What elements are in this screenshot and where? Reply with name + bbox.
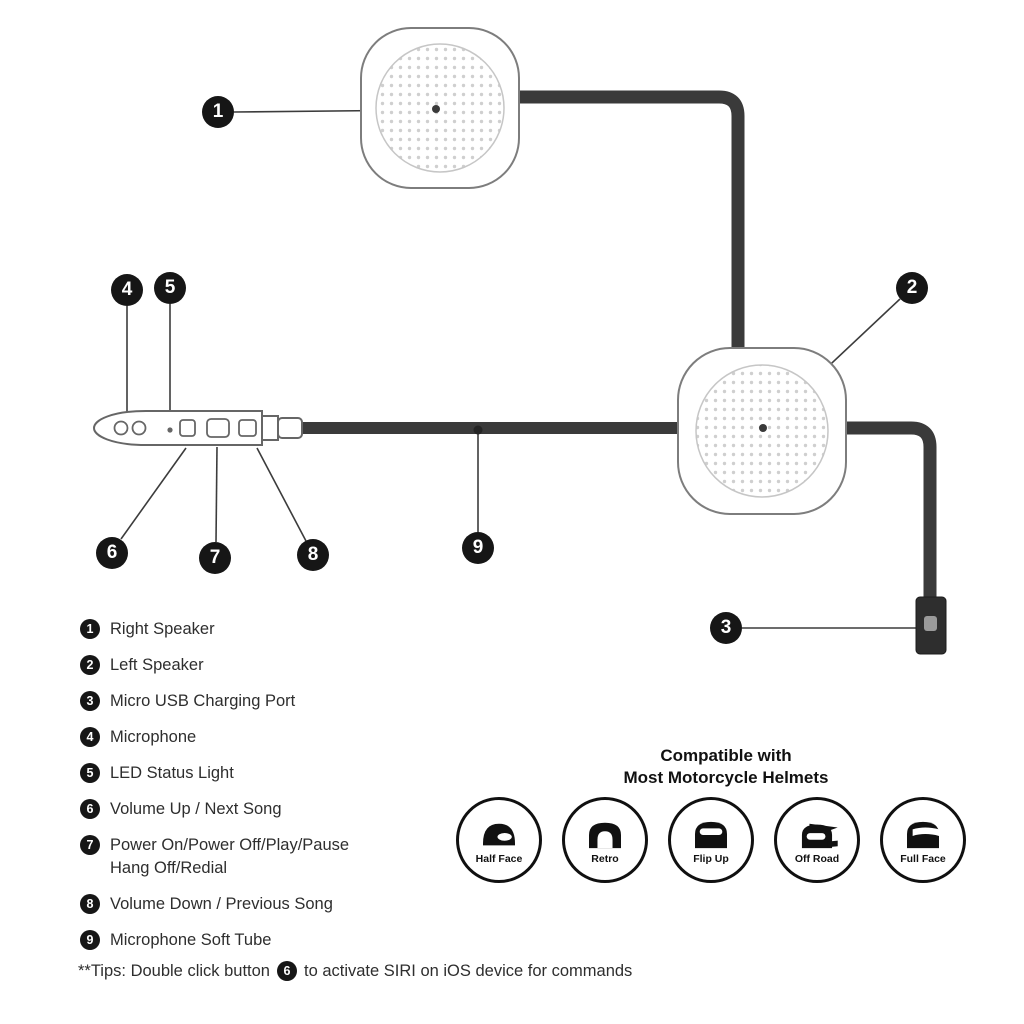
off-road-helmet-icon (801, 823, 838, 848)
volume-up-button (179, 419, 196, 437)
legend-label: LED Status Light (110, 764, 234, 782)
volume-down-button (238, 419, 257, 437)
legend-num-badge: 3 (80, 691, 100, 711)
callout-lines (120, 109, 916, 629)
helmet-type-flip-up: Flip Up (668, 797, 754, 883)
helmet-type-half-face: Half Face (456, 797, 542, 883)
legend-num-badge: 2 (80, 655, 100, 675)
compat-heading: Compatible with Most Motorcycle Helmets (456, 745, 996, 789)
helmet-label: Flip Up (693, 852, 729, 865)
callout-7: 7 (199, 542, 231, 574)
helmet-type-full-face: Full Face (880, 797, 966, 883)
helmet-label: Half Face (475, 852, 523, 865)
tips-suffix: to activate SIRI on iOS device for comma… (303, 961, 633, 980)
callout-3: 3 (710, 612, 742, 644)
led-status-light (167, 427, 173, 433)
cable-right-speaker (505, 90, 745, 370)
helmet-type-retro: Retro (562, 797, 648, 883)
legend-item-4: 4 Microphone (80, 726, 349, 749)
compat-heading-line1: Compatible with (660, 746, 792, 765)
flip-up-helmet-icon (695, 821, 727, 848)
legend-label: Power On/Power Off/Play/Pause (110, 836, 350, 854)
legend-label: Left Speaker (110, 656, 204, 674)
callout-6: 6 (96, 537, 128, 569)
legend-label: Microphone (110, 728, 197, 746)
full-face-helmet-icon (907, 821, 939, 848)
legend-num-badge: 5 (80, 763, 100, 783)
callout-1: 1 (202, 96, 234, 128)
legend-item-2: 2 Left Speaker (80, 654, 349, 677)
helmet-type-off-road: Off Road (774, 797, 860, 883)
usb-connector (915, 596, 947, 655)
helmet-types-row: Half Face Retro Flip Up Off Road (456, 797, 966, 883)
right-speaker (360, 27, 520, 189)
cable-usb (830, 421, 937, 605)
legend-label: Volume Down / Previous Song (110, 895, 333, 913)
legend-num-badge: 4 (80, 727, 100, 747)
retro-helmet-icon (589, 822, 621, 848)
legend-label: Right Speaker (110, 620, 215, 638)
legend-item-7: 7 Power On/Power Off/Play/Pause Hang Off… (80, 834, 349, 880)
legend-item-1: 1 Right Speaker (80, 618, 349, 641)
microphone-hole-icon (131, 420, 147, 436)
soft-tube-marker (473, 425, 483, 435)
callout-5: 5 (154, 272, 186, 304)
half-face-helmet-icon (483, 823, 515, 845)
left-speaker (677, 347, 847, 515)
control-unit (92, 410, 303, 446)
legend-num-badge: 8 (80, 894, 100, 914)
power-button (206, 418, 230, 438)
legend-label-line2: Hang Off/Redial (110, 859, 228, 877)
callout-9: 9 (462, 532, 494, 564)
legend-item-9: 9 Microphone Soft Tube (80, 929, 349, 952)
tips-prefix: **Tips: Double click button (78, 961, 270, 980)
legend-label: Micro USB Charging Port (110, 692, 296, 710)
helmet-label: Full Face (900, 852, 946, 865)
callout-line-6 (120, 447, 187, 540)
legend-item-3: 3 Micro USB Charging Port (80, 690, 349, 713)
callout-line-7 (215, 446, 218, 543)
legend-item-6: 6 Volume Up / Next Song (80, 798, 349, 821)
callout-2: 2 (896, 272, 928, 304)
helmet-label: Retro (591, 852, 619, 865)
callout-line-8 (256, 447, 307, 542)
legend-item-8: 8 Volume Down / Previous Song (80, 893, 349, 916)
legend-label: Microphone Soft Tube (110, 931, 272, 949)
right-speaker-center-dot (432, 105, 440, 113)
legend-label: Volume Up / Next Song (110, 800, 282, 818)
callout-8: 8 (297, 539, 329, 571)
left-speaker-center-dot (759, 424, 767, 432)
legend-num-badge: 1 (80, 619, 100, 639)
callout-4: 4 (111, 274, 143, 306)
microphone-hole-icon (113, 420, 129, 436)
legend-num-badge: 7 (80, 835, 100, 855)
legend-num-badge: 9 (80, 930, 100, 950)
legend-item-5: 5 LED Status Light (80, 762, 349, 785)
legend-num-badge: 6 (80, 799, 100, 819)
compat-heading-line2: Most Motorcycle Helmets (623, 768, 829, 787)
tips-button-badge: 6 (276, 961, 297, 981)
legend-list: 1 Right Speaker 2 Left Speaker 3 Micro U… (80, 618, 349, 952)
tips-note: **Tips: Double click button 6 to activat… (78, 961, 632, 981)
helmet-label: Off Road (794, 852, 840, 865)
cables (298, 90, 937, 605)
